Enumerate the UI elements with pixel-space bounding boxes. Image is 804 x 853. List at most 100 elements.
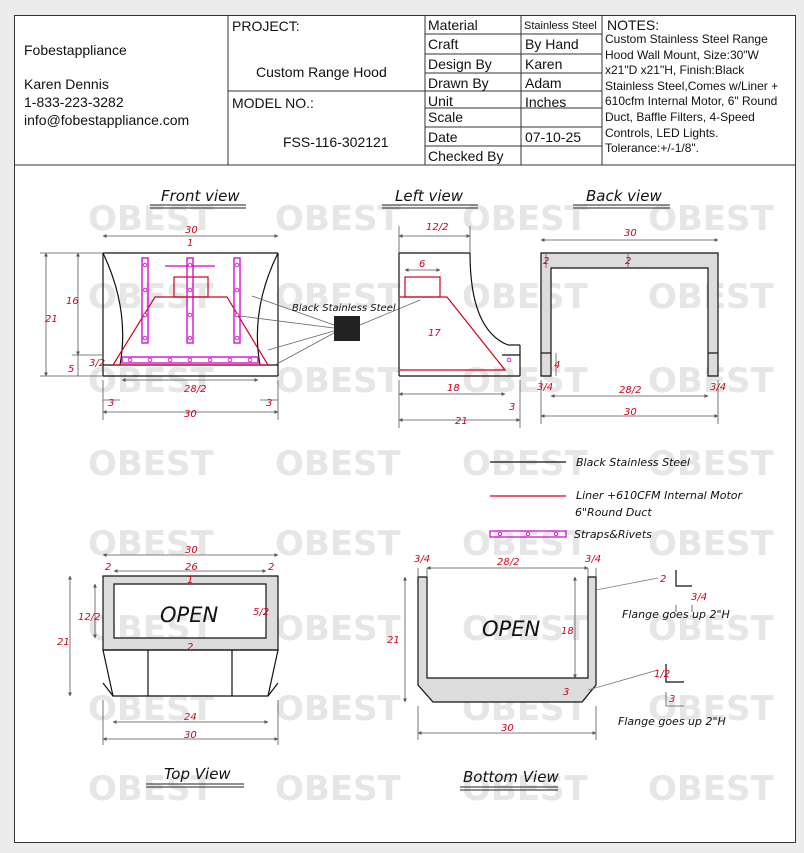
watermark: OBEST [275, 199, 402, 239]
back-view: 30 2 2 4 3/4 3/4 28/2 30 [537, 228, 726, 424]
watermark: OBEST [462, 444, 589, 484]
front-view: 30 1 28/2 30 21 16 5 3/2 3 3 [40, 225, 279, 420]
front-view-title: Front view [161, 187, 240, 205]
spec-label-checked: Checked By [428, 148, 504, 164]
spec-label-drawn: Drawn By [428, 75, 489, 91]
watermark: OBEST [462, 361, 589, 401]
bottom-dim-quarter-left: 3/4 [414, 554, 430, 565]
watermark: OBEST [462, 769, 589, 809]
flange-top-dim-two: 2 [660, 574, 666, 585]
watermark: OBEST [275, 361, 402, 401]
legend-red-label-2: 6"Round Duct [575, 506, 652, 519]
watermark: OBEST [462, 277, 589, 317]
top-dim-two-left: 2 [105, 562, 111, 573]
spec-label-unit: Unit [428, 93, 453, 109]
flange-bottom-label: Flange goes up 2"H [618, 715, 726, 728]
top-dim-outer: 30 [185, 545, 198, 556]
watermark: OBEST [648, 444, 775, 484]
legend-red-label-1: Liner +610CFM Internal Motor [576, 489, 743, 502]
legend-black-label: Black Stainless Steel [576, 456, 690, 469]
title-block-grid [14, 15, 796, 166]
bottom-dim-depth: 21 [387, 635, 400, 646]
watermark: OBEST [648, 689, 775, 729]
bottom-dim-width: 30 [501, 723, 514, 734]
bottom-view-title: Bottom View [463, 768, 559, 786]
black-ss-callout: Black Stainless Steel [239, 295, 421, 366]
contact-name: Karen Dennis [24, 76, 109, 92]
notes-text: Custom Stainless Steel Range Hood Wall M… [605, 32, 779, 156]
watermark: OBEST [648, 609, 775, 649]
top-dim-two-center: 2 [187, 642, 193, 653]
contact-email: info@fobestappliance.com [24, 112, 190, 128]
watermark: OBEST [88, 524, 215, 564]
back-dim-four: 4 [554, 360, 560, 371]
company-name: Fobestappliance [24, 42, 127, 58]
model-label: MODEL NO.: [232, 95, 314, 111]
legend-pink-label: Straps&Rivets [574, 528, 652, 541]
top-view: OPEN 30 26 2 2 1 2 12/2 21 5/2 24 30 [57, 545, 279, 745]
spec-label-craft: Craft [428, 36, 459, 52]
watermark: OBEST [648, 199, 775, 239]
back-dim-two-center: 2 [625, 256, 631, 267]
top-dim-depth-inner: 12/2 [78, 612, 100, 623]
bottom-dim-three: 3 [563, 687, 569, 698]
front-dim-three-half: 3/2 [89, 358, 105, 369]
back-dim-inner: 28/2 [619, 385, 641, 396]
contact-phone: 1-833-223-3282 [24, 94, 124, 110]
watermark: OBEST [462, 609, 589, 649]
front-dim-sixteen: 16 [66, 296, 79, 307]
black-ss-callout-label: Black Stainless Steel [292, 303, 396, 314]
front-dim-width-bottom: 30 [184, 409, 197, 420]
left-dim-three: 3 [509, 402, 515, 413]
left-dim-seventeen: 17 [428, 328, 441, 339]
back-dim-two-left: 2 [543, 256, 549, 267]
spec-value-unit: Inches [525, 94, 567, 110]
watermark: OBEST [275, 769, 402, 809]
legend: Black Stainless Steel Liner +610CFM Inte… [489, 456, 743, 541]
spec-value-material: Stainless Steel [524, 20, 597, 32]
spec-value-craft: By Hand [525, 36, 579, 52]
left-dim-six: 6 [419, 259, 425, 270]
top-dim-inner: 26 [185, 562, 198, 573]
top-dim-thirty: 30 [184, 730, 197, 741]
back-dim-width: 30 [624, 228, 637, 239]
watermark: OBEST [648, 524, 775, 564]
bottom-view-open: OPEN [482, 617, 540, 641]
left-dim-eighteen: 18 [447, 383, 460, 394]
front-dim-width-top: 30 [185, 225, 198, 236]
flange-bottom-dim-half: 1/2 [654, 669, 670, 680]
watermark: OBEST [88, 361, 215, 401]
spec-value-date: 07-10-25 [525, 129, 582, 145]
front-dim-height: 21 [45, 314, 58, 325]
spec-value-drawn: Adam [525, 75, 562, 91]
watermark: OBEST [88, 769, 215, 809]
watermark: OBEST [88, 444, 215, 484]
top-view-open: OPEN [160, 603, 218, 627]
watermark: OBEST [462, 524, 589, 564]
bottom-dim-eighteen: 18 [561, 626, 574, 637]
watermark: OBEST [648, 769, 775, 809]
top-dim-two-right: 2 [268, 562, 274, 573]
back-dim-quarter-right: 3/4 [710, 382, 726, 393]
watermark: OBEST [275, 444, 402, 484]
back-view-title: Back view [586, 187, 662, 205]
watermark: OBEST [462, 199, 589, 239]
left-view-title: Left view [395, 187, 464, 205]
left-dim-depth: 21 [455, 416, 468, 427]
watermark: OBEST [88, 689, 215, 729]
spec-label-date: Date [428, 129, 458, 145]
watermark: OBEST [275, 689, 402, 729]
front-dim-five: 5 [68, 364, 74, 375]
legend-strap [489, 530, 567, 538]
back-dim-quarter-left: 3/4 [537, 382, 553, 393]
flange-top-dim-quarter: 3/4 [691, 592, 707, 603]
notes-title: NOTES: [607, 17, 660, 33]
spec-value-design: Karen [525, 56, 563, 72]
top-dim-twentyfour: 24 [184, 712, 197, 723]
top-dim-five-half: 5/2 [253, 607, 269, 618]
bottom-dim-inner: 28/2 [497, 557, 519, 568]
spec-label-scale: Scale [428, 109, 464, 125]
top-dim-one: 1 [187, 575, 193, 586]
front-dim-one: 1 [187, 238, 193, 249]
